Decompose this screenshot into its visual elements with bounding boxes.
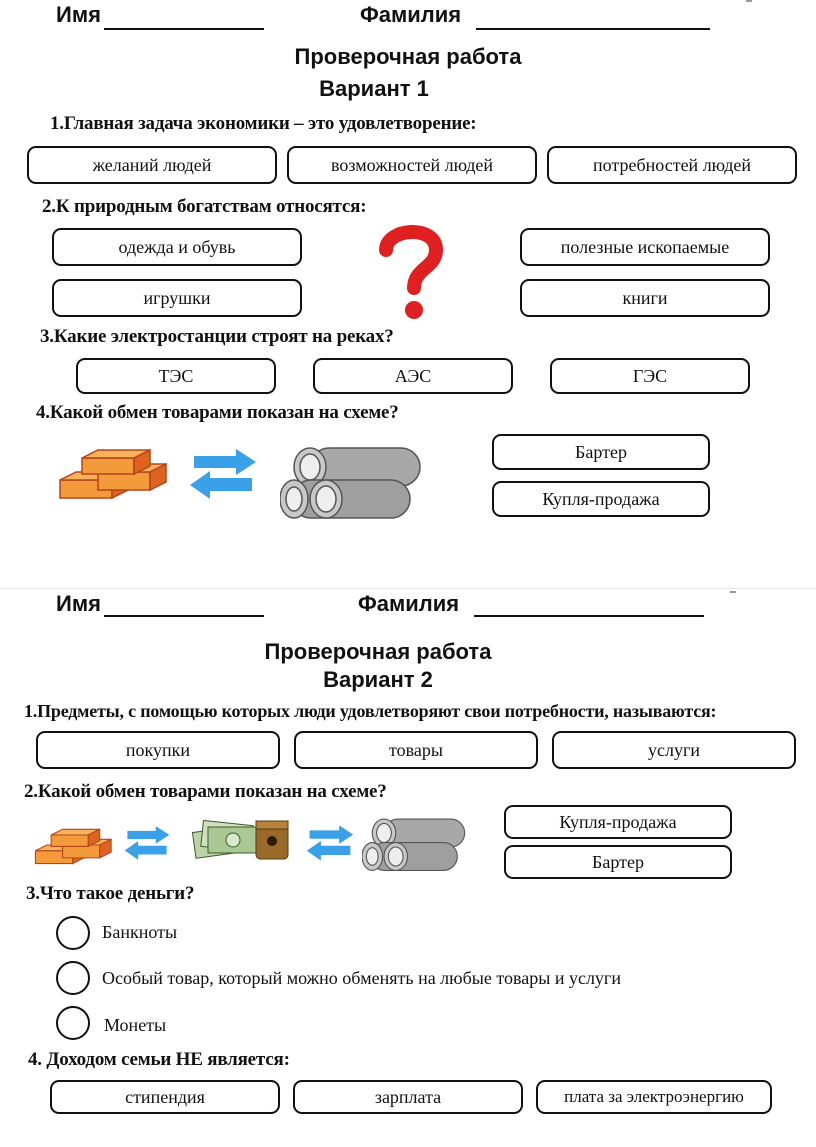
name-label: Имя (56, 591, 101, 616)
variant-title: Вариант 2 (323, 667, 433, 692)
answer-option[interactable]: полезные ископаемые (520, 228, 770, 266)
bag-icon (255, 820, 289, 860)
variant-1-sheet: Имя Фамилия Проверочная работа Вариант 1… (0, 0, 816, 560)
question-1: 1.Предметы, с помощью которых люди удовл… (24, 701, 717, 721)
answer-option[interactable]: книги (520, 279, 770, 317)
question-3: 3.Какие электростанции строят на реках? (40, 326, 394, 347)
question-2: 2.К природным богатствам относятся: (42, 196, 367, 217)
answer-option[interactable]: покупки (36, 731, 280, 769)
answer-option[interactable]: желаний людей (27, 146, 277, 184)
answer-option[interactable]: потребностей людей (547, 146, 797, 184)
answer-option[interactable]: возможностей людей (287, 146, 537, 184)
question-4: 4.Какой обмен товарами показан на схеме? (36, 402, 399, 423)
page-gap (0, 560, 816, 588)
answer-option[interactable]: Бартер (504, 845, 732, 879)
scan-mark (730, 591, 736, 593)
answer-option-label: Особый товар, который можно обменять на … (102, 968, 621, 988)
exchange-arrows-icon (124, 826, 170, 860)
name-line[interactable] (104, 615, 264, 617)
answer-option[interactable]: услуги (552, 731, 796, 769)
answer-option[interactable]: Бартер (492, 434, 710, 470)
pipes-icon (362, 818, 466, 871)
answer-option[interactable]: АЭС (313, 358, 513, 394)
name-line[interactable] (104, 28, 264, 30)
name-label: Имя (56, 2, 101, 27)
answer-option[interactable]: Купля-продажа (492, 481, 710, 517)
surname-line[interactable] (474, 615, 704, 617)
answer-option-label: Монеты (104, 1015, 167, 1035)
bricks-icon (59, 448, 167, 500)
answer-radio[interactable] (56, 1006, 90, 1040)
answer-option[interactable]: Купля-продажа (504, 805, 732, 839)
answer-option[interactable]: стипендия (50, 1080, 280, 1114)
money-icon (191, 819, 259, 859)
answer-option[interactable]: ТЭС (76, 358, 276, 394)
answer-option[interactable]: зарплата (293, 1080, 523, 1114)
pipes-icon (280, 447, 421, 519)
answer-option[interactable]: ГЭС (550, 358, 750, 394)
answer-option[interactable]: одежда и обувь (52, 228, 302, 266)
answer-radio[interactable] (56, 916, 90, 950)
scan-mark (746, 0, 752, 2)
page-title: Проверочная работа (294, 44, 522, 69)
question-4: 4. Доходом семьи НЕ является: (28, 1049, 290, 1070)
bricks-icon (34, 828, 112, 865)
answer-option[interactable]: товары (294, 731, 538, 769)
answer-radio[interactable] (56, 961, 90, 995)
variant-2-sheet: Имя Фамилия Проверочная работа Вариант 2… (0, 588, 816, 1147)
page-title: Проверочная работа (264, 639, 492, 664)
answer-option[interactable]: плата за электроэнергию (536, 1080, 772, 1114)
surname-label: Фамилия (360, 2, 462, 27)
question-1: 1.Главная задача экономики – это удовлет… (50, 113, 477, 134)
surname-label: Фамилия (358, 591, 460, 616)
question-2: 2.Какой обмен товарами показан на схеме? (24, 781, 387, 802)
variant-title: Вариант 1 (319, 76, 429, 101)
answer-option[interactable]: игрушки (52, 279, 302, 317)
question-3: 3.Что такое деньги? (26, 883, 195, 904)
exchange-arrows-icon (190, 449, 256, 499)
surname-line[interactable] (476, 28, 710, 30)
answer-option-label: Банкноты (102, 922, 178, 942)
exchange-arrows-icon (306, 825, 354, 861)
question-mark-icon (379, 225, 444, 319)
